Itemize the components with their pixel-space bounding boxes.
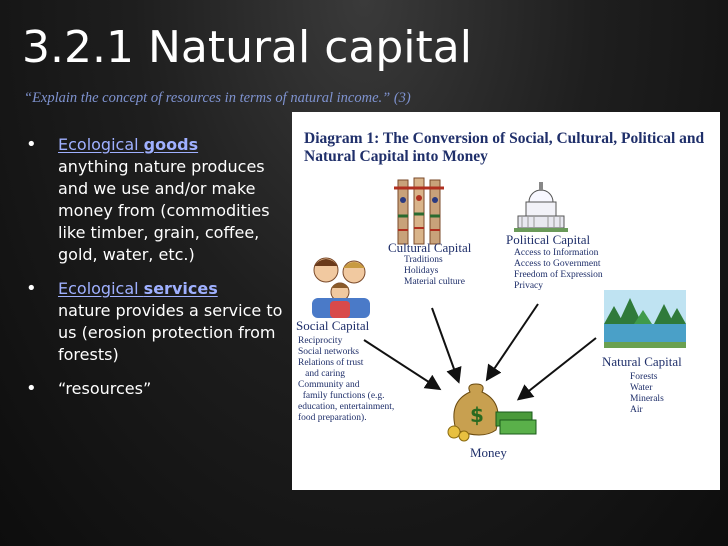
bullet-body: nature provides a service to us (erosion… (58, 301, 283, 364)
capitol-building-icon (514, 182, 568, 232)
bullet-heading-bold: goods (143, 135, 199, 154)
money-label: Money (470, 445, 507, 460)
political-capital-items: Access to Information Access to Governme… (514, 248, 603, 291)
bullet-list: • Ecological goods anything nature produ… (22, 134, 284, 412)
slide-subtitle: “Explain the concept of resources in ter… (24, 90, 411, 106)
slide-title: 3.2.1 Natural capital (22, 22, 472, 73)
diagram-title: Diagram 1: The Conversion of Social, Cul… (304, 130, 705, 165)
bullet-heading-prefix: Ecological (58, 279, 144, 298)
cultural-capital-items: Traditions Holidays Material culture (404, 255, 465, 287)
natural-capital-label: Natural Capital (602, 354, 682, 369)
totem-poles-icon (394, 177, 444, 245)
bullet-heading: Ecological goods (58, 135, 198, 154)
conversion-arrows (363, 303, 597, 401)
money-bag-icon: $ (447, 383, 537, 442)
bullet-ecological-goods: • Ecological goods anything nature produ… (22, 134, 284, 266)
social-capital-label: Social Capital (296, 318, 370, 333)
bullet-dot: • (26, 134, 37, 155)
svg-text:$: $ (470, 403, 484, 427)
bullet-ecological-services: • Ecological services nature provides a … (22, 278, 284, 366)
natural-capital-items: Forests Water Minerals Air (630, 372, 664, 415)
forest-lake-icon (604, 290, 686, 348)
bullet-resources: • “resources” (22, 378, 284, 400)
bullet-dot: • (26, 278, 37, 299)
bullet-heading: Ecological services (58, 279, 218, 298)
bullet-heading-prefix: Ecological (58, 135, 144, 154)
family-icon (312, 257, 370, 318)
bullet-heading-bold: services (143, 279, 218, 298)
bullet-body: anything nature produces and we use and/… (58, 157, 270, 264)
cultural-capital-label: Cultural Capital (388, 240, 472, 255)
political-capital-label: Political Capital (506, 232, 591, 247)
capital-diagram: Diagram 1: The Conversion of Social, Cul… (292, 112, 720, 490)
bullet-body: “resources” (58, 379, 152, 398)
social-capital-items: Reciprocity Social networks Relations of… (298, 336, 395, 423)
bullet-dot: • (26, 378, 37, 399)
